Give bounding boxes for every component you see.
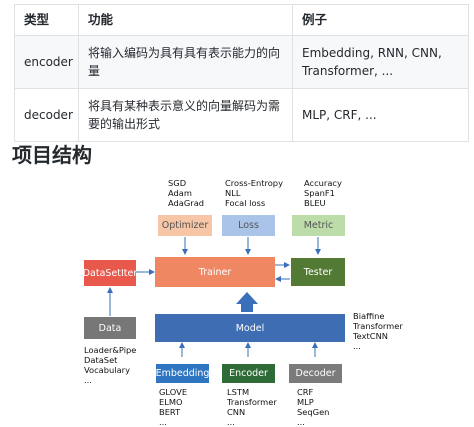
- decoder-examples: CRF MLP SeqGen ...: [297, 387, 330, 427]
- cell-examples: MLP, CRF, ...: [292, 88, 469, 142]
- section-title: 项目结构: [12, 143, 92, 167]
- data-box: Data: [84, 317, 136, 339]
- loss-box: Loss: [222, 215, 275, 236]
- model-examples: Biaffine Transformer TextCNN ...: [353, 311, 403, 351]
- metric-box: Metric: [292, 215, 345, 236]
- decoder-box: Decoder: [289, 364, 342, 383]
- cell-type: decoder: [14, 88, 79, 142]
- cell-examples: Embedding, RNN, CNN, Transformer, ...: [292, 35, 469, 89]
- model-to-trainer-big-arrow: [236, 292, 258, 312]
- header-function: 功能: [78, 4, 293, 36]
- model-box: Model: [155, 314, 345, 342]
- components-table: 类型 功能 例子 encoder 将输入编码为具有具有表示能力的向量 Embed…: [14, 4, 469, 142]
- cell-function: 将具有某种表示意义的向量解码为需要的输出形式: [78, 88, 293, 142]
- data-examples: Loader&Pipe DataSet Vocabulary ...: [84, 345, 137, 385]
- header-type: 类型: [14, 4, 79, 36]
- metric-examples: Accuracy SpanF1 BLEU ...: [304, 178, 342, 218]
- encoder-examples: LSTM Transformer CNN ...: [227, 387, 277, 427]
- table-row: decoder 将具有某种表示意义的向量解码为需要的输出形式 MLP, CRF,…: [14, 88, 469, 142]
- dataset-iter-box: DataSetIter: [83, 260, 137, 286]
- embedding-box: Embedding: [156, 364, 209, 383]
- encoder-box: Encoder: [222, 364, 275, 383]
- table-row: encoder 将输入编码为具有具有表示能力的向量 Embedding, RNN…: [14, 35, 469, 89]
- embedding-examples: GLOVE ELMO BERT ...: [159, 387, 188, 427]
- cell-function: 将输入编码为具有具有表示能力的向量: [78, 35, 293, 89]
- optimizer-examples: SGD Adam AdaGrad ...: [168, 178, 205, 218]
- table-header-row: 类型 功能 例子: [14, 4, 469, 36]
- optimizer-box: Optimizer: [158, 215, 212, 236]
- loss-examples: Cross-Entropy NLL Focal loss ...: [225, 178, 283, 218]
- tester-box: Tester: [291, 258, 345, 286]
- trainer-box: Trainer: [155, 257, 275, 287]
